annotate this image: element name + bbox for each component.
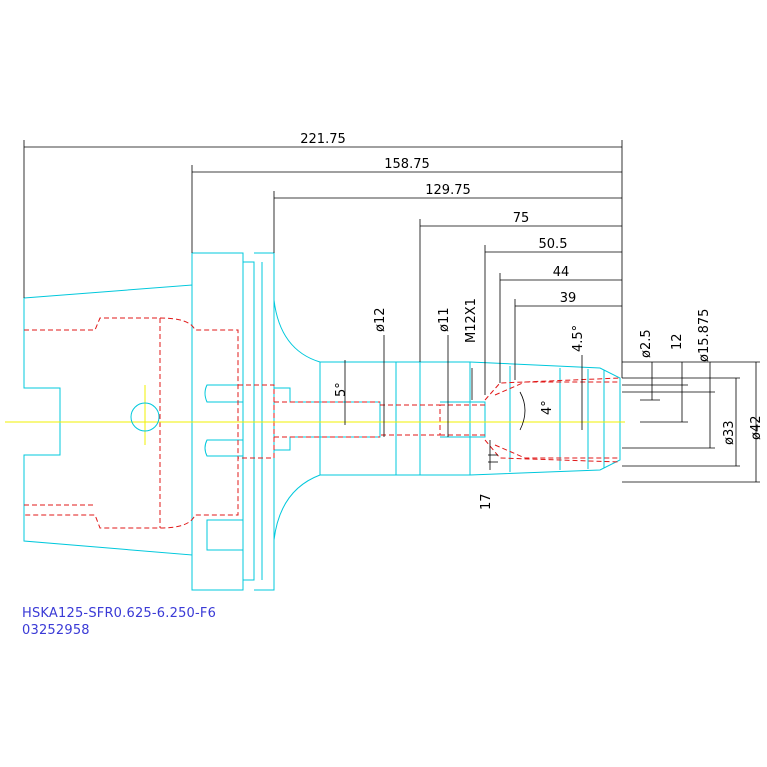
- dim-taper-start: 129.75: [425, 183, 471, 198]
- holder-outline: [23, 252, 621, 591]
- label-cone-angle: 5°: [334, 382, 349, 397]
- dim-body: 75: [513, 211, 530, 226]
- length-labels: 221.75 158.75 129.75 75 50.5 44 39: [300, 132, 576, 306]
- label-body-diameter: ø33: [722, 421, 737, 446]
- label-taper-angle: 4.5°: [571, 325, 586, 352]
- diameter-dimensions: [622, 361, 760, 483]
- part-number: HSKA125-SFR0.625-6.250-F6: [22, 606, 217, 621]
- length-dimensions: [23, 140, 623, 395]
- dim-flange: 158.75: [384, 157, 430, 172]
- label-nose-diameter: ø42: [749, 416, 764, 441]
- dim-collet-depth: 44: [553, 265, 570, 280]
- label-bore-a: ø12: [373, 308, 388, 333]
- dim-collet-bore: 39: [560, 291, 577, 306]
- diameter-labels: ø33 ø42: [722, 416, 764, 446]
- label-bore-b: ø11: [437, 308, 452, 333]
- dim-thread-start: 50.5: [539, 237, 568, 252]
- hidden-lines: [24, 317, 621, 529]
- vertical-labels: ø12 ø11 M12X1 4.5° ø2.5 12 ø15.875 17 5°…: [334, 298, 712, 510]
- label-thread: M12X1: [464, 298, 479, 343]
- label-hole: ø2.5: [639, 329, 654, 358]
- label-grip: ø15.875: [697, 309, 712, 362]
- part-code: 03252958: [22, 623, 90, 638]
- label-width: 12: [670, 333, 685, 350]
- label-neck: 17: [479, 493, 494, 510]
- dim-total: 221.75: [300, 132, 346, 147]
- label-inner-angle: 4°: [540, 400, 555, 415]
- center-lines: [5, 385, 625, 445]
- internal-dimensions: [344, 335, 583, 470]
